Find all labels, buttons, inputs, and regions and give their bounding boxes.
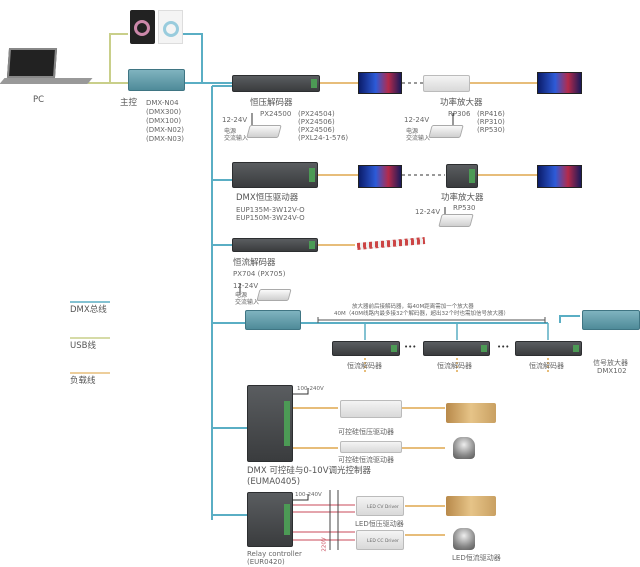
ellipsis: ••• [404,343,417,351]
voltage-label: 12-24V [233,282,259,290]
decoder-label: 恒压解码器 [250,98,293,108]
signal-amplifier-dmx102[interactable] [582,310,640,330]
power-supply-icon [256,289,292,301]
touch-panel-icon[interactable] [130,10,155,44]
master-model: (DMX-N02) [146,126,185,134]
dmx-branches [364,323,549,340]
decoder-alt: (PXL24-1-576) [298,134,349,142]
amp-label: 功率放大器 [440,98,483,108]
led-strip-image [537,165,582,188]
amp-model: DMX102 [597,367,627,375]
led-strip-image [537,72,582,94]
led-strip-image [358,165,402,188]
voltage-label: 12-24V [222,116,248,124]
cc-decoder[interactable] [515,341,582,356]
scr-cv-driver[interactable] [340,400,402,418]
cc-decoder[interactable] [423,341,490,356]
voltage-label: 100-240V [295,492,322,498]
decoder-label: 恒流解码器 [437,362,472,370]
dmx-line [180,33,580,520]
dmx-cv-driver[interactable] [232,162,318,188]
power-supply-icon [438,214,474,227]
downlight-image [453,528,475,550]
amp-model: RP306 [448,110,471,118]
ellipsis: ••• [497,343,510,351]
master-model: (DMX300) [146,108,182,116]
amp-alt: (RP530) [477,126,505,134]
decoder-alt: (PX24506) [298,126,335,134]
relay-controller[interactable] [247,492,293,547]
driver-model: EUP150M-3W24V-O [236,214,305,222]
driver-tag: LED CC Driver [367,539,399,544]
cv-decoder[interactable] [232,75,320,92]
decoder-label: 恒流解码器 [347,362,382,370]
driver-label: LED恒流驱动器 [452,554,501,562]
laptop-base [0,78,93,84]
master-model: (DMX-N03) [146,135,185,143]
power-label: 电源交流输入 [224,128,249,142]
load-line [293,82,537,536]
voltage-label: 100-240V [297,386,324,392]
driver-model: EUP135M-3W12V-O [236,206,305,214]
laptop-icon [6,48,58,78]
dimming-controller-euma0405[interactable] [247,385,293,462]
led-strip-image [358,72,402,94]
driver-label: 可控硅恒流驱动器 [338,456,394,464]
master-label: 主控 [120,98,138,108]
amp-alt: (RP310) [477,118,505,126]
power-amplifier[interactable] [423,75,470,92]
master-model: (DMX100) [146,117,182,125]
downlight-image [453,437,475,459]
controller-model: (EUR0420) [247,558,285,566]
legend-usb: USB线 [70,341,96,351]
signal-amplifier[interactable] [245,310,301,330]
driver-label: DMX恒压驱动器 [236,193,299,203]
voltage-label: 12-24V [404,116,430,124]
legend-load: 负载线 [70,376,96,386]
relay-lines [293,504,355,541]
decoder-model: PX704 (PX705) [233,270,286,278]
driver-label: 可控硅恒压驱动器 [338,428,394,436]
dashed-link [402,82,445,176]
decoder-alt: (PX24506) [298,118,335,126]
legend-dmx: DMX总线 [70,305,107,315]
note-line2: 40M（40M线路内最多接32个解码器，超出32个时也需加信号放大器） [334,311,509,317]
usb-line [88,33,128,84]
cc-decoder[interactable] [332,341,400,356]
amp-model: RP530 [453,204,476,212]
power-supply-icon [246,125,282,138]
controller-label: DMX 可控硅与0-10V调光控制器 [247,466,372,476]
led-reel-image [446,403,496,423]
decoder-label: 恒流解码器 [233,258,276,268]
mains-label: 220V [321,537,328,552]
span-arrow [317,317,546,323]
decoder-label: 恒流解码器 [529,362,564,370]
driver-label: LED恒压驱动器 [355,520,404,528]
power-amplifier[interactable] [446,164,478,188]
decoder-alt: (PX24504) [298,110,335,118]
cc-decoder[interactable] [232,238,318,252]
controller-model: (EUMA0405) [247,477,301,487]
led-cv-driver[interactable]: LED CV Driver [356,496,404,516]
voltage-label: 12-24V [415,208,441,216]
power-label: 电源交流输入 [235,292,260,306]
power-supply-icon [428,125,464,138]
controller-label: Relay controller [247,550,302,558]
master-controller[interactable] [128,69,185,91]
amp-alt: (RP416) [477,110,505,118]
driver-tag: LED CV Driver [367,505,399,510]
power-label: 电源交流输入 [406,128,431,142]
led-cc-driver[interactable]: LED CC Driver [356,530,404,550]
scr-cc-driver[interactable] [340,441,402,453]
note-line1: 放大器前后接解码器，每40M距离需加一个放大器 [352,304,474,310]
pc-label: PC [33,95,45,105]
led-reel-image [446,496,496,516]
amp-label: 功率放大器 [441,193,484,203]
master-model: DMX-N04 [146,99,179,107]
decoder-model: PX24500 [260,110,292,118]
amp-label: 信号放大器 [593,359,628,367]
